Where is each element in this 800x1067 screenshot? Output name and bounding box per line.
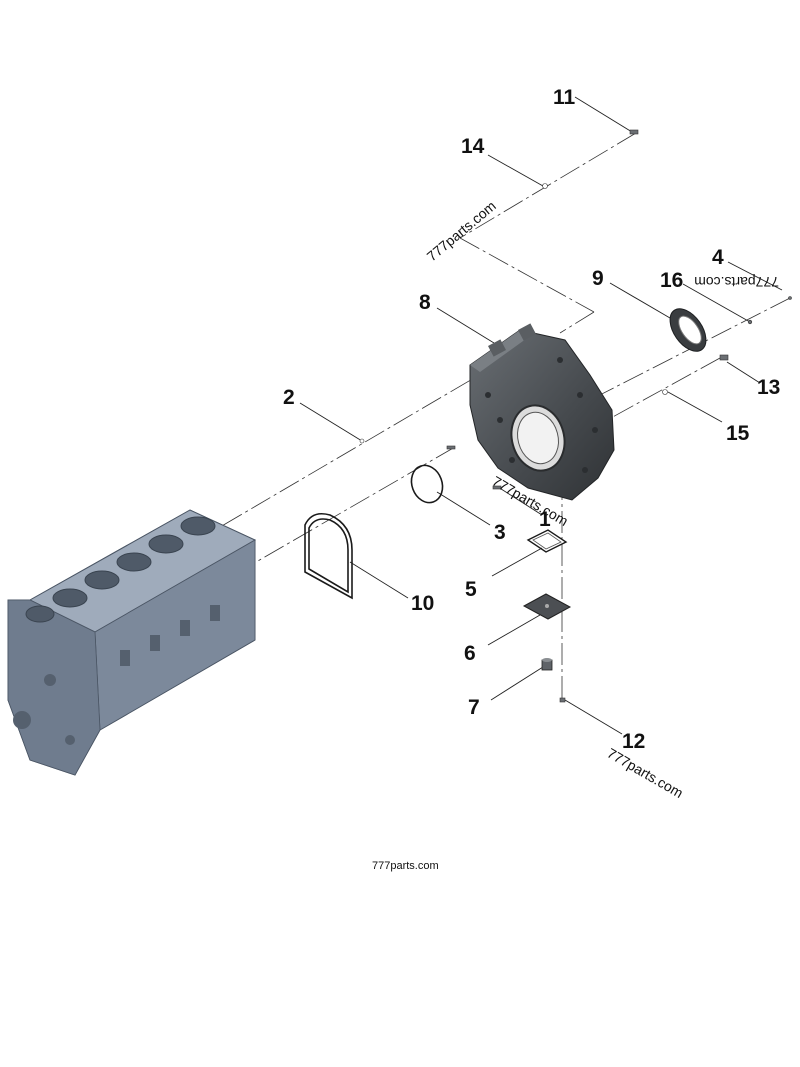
callout-7: 7 [468, 696, 480, 719]
leader-lines [299, 96, 783, 735]
callout-5: 5 [465, 578, 477, 601]
watermark-top: 777parts.com [424, 198, 499, 265]
callout-labels: 11 14 4 16 9 8 2 13 15 1 3 5 10 6 7 12 [283, 86, 780, 753]
watermark-footer: 777parts.com [372, 860, 439, 872]
callout-8: 8 [419, 291, 431, 314]
cylinder-bores [25, 516, 216, 623]
callout-9: 9 [592, 267, 604, 290]
watermark-right-flipped: 777parts.com [694, 274, 779, 290]
callout-3: 3 [494, 521, 506, 544]
watermark-bottom: 777parts.com [605, 745, 686, 801]
callout-4: 4 [712, 246, 724, 269]
part-6-cover-plate [522, 593, 572, 620]
callout-1: 1 [539, 508, 551, 531]
part-7-plug [541, 658, 553, 671]
fasteners [359, 129, 792, 703]
callout-16: 16 [660, 269, 683, 292]
part-5-gasket-plate [526, 529, 568, 553]
callout-2: 2 [283, 386, 295, 409]
part-8-flywheel-housing [469, 323, 615, 501]
part-3-o-ring [410, 464, 444, 504]
part-9-rear-seal [669, 308, 707, 352]
callout-11: 11 [553, 86, 576, 109]
callout-12: 12 [622, 730, 645, 753]
callout-6: 6 [464, 642, 476, 665]
callout-13: 13 [757, 376, 780, 399]
callout-14: 14 [461, 135, 485, 158]
block-details [13, 605, 220, 745]
callout-15: 15 [726, 422, 750, 445]
cylinder-block [7, 509, 257, 776]
part-10-gasket [304, 512, 353, 600]
callout-10: 10 [411, 592, 434, 615]
watermarks: 777parts.com 777parts.com 777parts.com 7… [372, 198, 779, 872]
